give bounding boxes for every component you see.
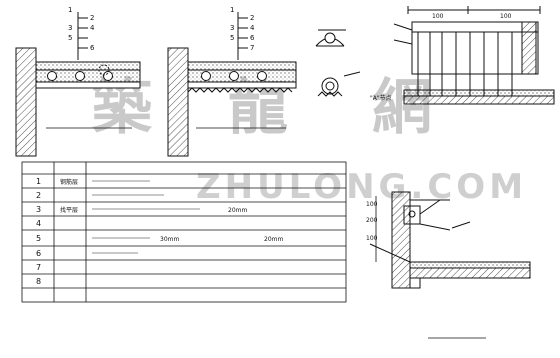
- node-a-title: "A"节点: [370, 94, 392, 102]
- row-no-5: 5: [36, 234, 41, 243]
- mid-callout-7: 7: [250, 44, 254, 52]
- dim-side-2: 200: [366, 217, 378, 224]
- row-no-7: 7: [36, 263, 41, 272]
- callout-4: 4: [90, 24, 95, 32]
- dim-side-1: 100: [366, 201, 378, 208]
- manifold-detail: [393, 6, 555, 105]
- left-detail-callouts: 1 2 3 4 5 6: [68, 6, 95, 52]
- table-row-names: 钢筋层 找平层: [60, 178, 78, 214]
- row5-value-2: 20mm: [264, 236, 283, 243]
- row-no-6: 6: [36, 249, 41, 258]
- mid-callout-2: 2: [250, 14, 254, 22]
- row5-value-1: 30mm: [160, 236, 179, 243]
- wall-dims: 100 200 100: [366, 196, 378, 262]
- table-extra-values: 20mm 30mm 20mm: [160, 207, 283, 243]
- callout-1: 1: [68, 6, 72, 14]
- row-no-2: 2: [36, 191, 41, 200]
- row3-value: 20mm: [228, 207, 247, 214]
- mid-callout-1: 1: [230, 6, 234, 14]
- watermark-domain: ZHULONG.COM: [196, 167, 527, 207]
- table-row-numbers: 1 2 3 4 5 6 7 8: [36, 177, 41, 286]
- mid-callout-6: 6: [250, 34, 255, 42]
- table-scribble-text: [92, 180, 200, 254]
- row-name-3: 找平层: [60, 206, 78, 214]
- middle-floor-detail: [167, 12, 297, 157]
- mid-callout-4: 4: [250, 24, 255, 32]
- callout-6: 6: [90, 44, 95, 52]
- mid-callout-5: 5: [230, 34, 234, 42]
- row-no-3: 3: [36, 205, 41, 214]
- node-a-detail: [315, 29, 361, 97]
- callout-2: 2: [90, 14, 94, 22]
- callout-5: 5: [68, 34, 72, 42]
- row-no-4: 4: [36, 219, 41, 228]
- row-name-1: 钢筋层: [60, 178, 78, 186]
- dim-top-2: 100: [500, 13, 512, 20]
- material-table: [21, 161, 347, 303]
- middle-detail-callouts: 1 2 3 4 5 6 7: [230, 6, 255, 52]
- manifold-dims: 100 100: [432, 13, 512, 20]
- dim-side-3: 100: [366, 235, 378, 242]
- watermark-char-3: 網: [372, 73, 432, 143]
- row-no-1: 1: [36, 177, 41, 186]
- dim-top-1: 100: [432, 13, 444, 20]
- mid-callout-3: 3: [230, 24, 234, 32]
- callout-3: 3: [68, 24, 72, 32]
- row-no-8: 8: [36, 277, 41, 286]
- wall-base-detail: [369, 191, 531, 289]
- left-floor-detail: [15, 12, 141, 157]
